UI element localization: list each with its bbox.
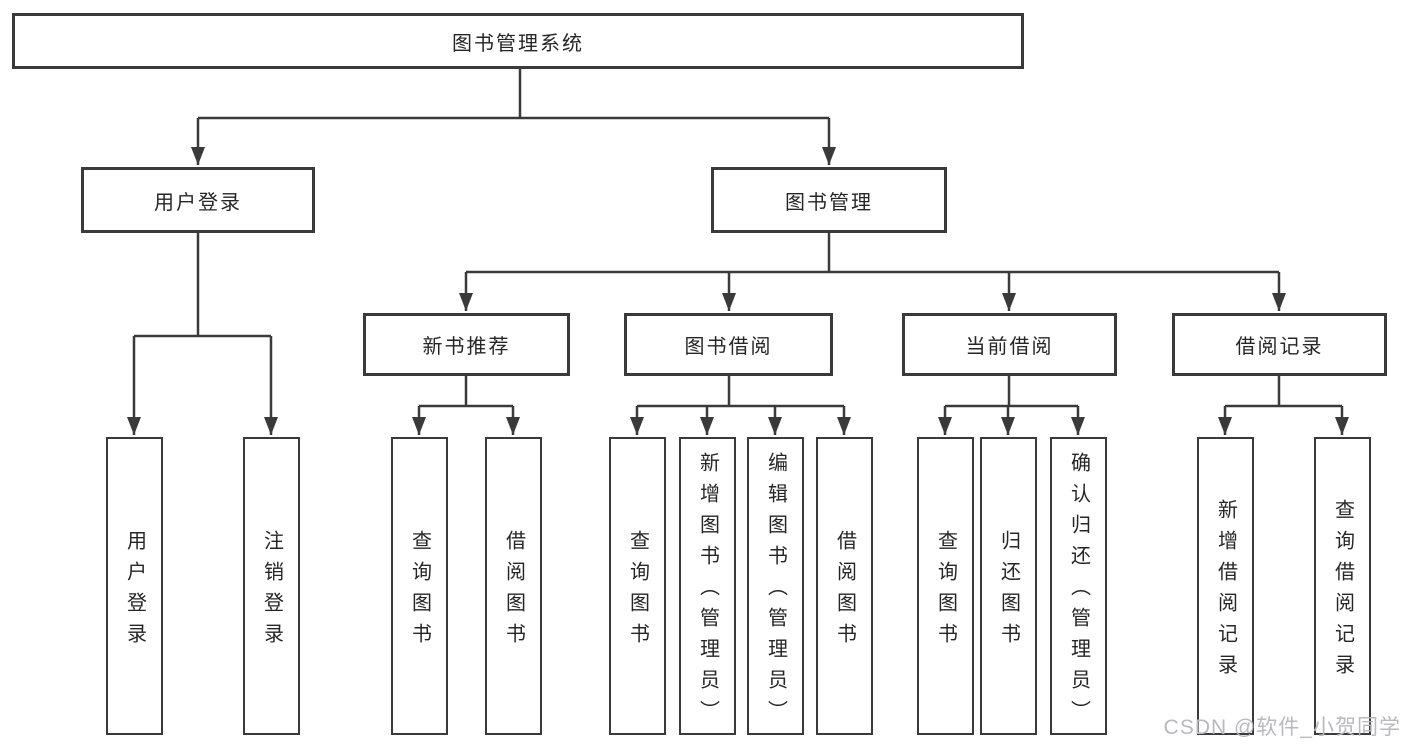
- connector-new-book-recommend-to-leaves: [412, 376, 520, 435]
- leaf-borrow-query-books: 查询图书: [609, 437, 666, 735]
- leaf-borrow-books: 借阅图书: [816, 437, 873, 735]
- leaf-return-book-label: 归还图书: [997, 529, 1020, 654]
- leaf-logout: 注销登录: [243, 437, 300, 735]
- leaf-add-book-admin: 新增图书（管理员）: [679, 437, 736, 735]
- leaf-confirm-return-admin: 确认归还（管理员）: [1050, 437, 1107, 735]
- leaf-recommend-query-books: 查询图书: [391, 437, 448, 735]
- leaf-recommend-query-books-label: 查询图书: [408, 529, 431, 654]
- leaf-borrow-books-label: 借阅图书: [833, 529, 856, 654]
- leaf-recommend-borrow-books: 借阅图书: [485, 437, 542, 735]
- leaf-query-borrow-record: 查询借阅记录: [1314, 437, 1371, 735]
- connector-user-login-to-leaves: [127, 233, 278, 435]
- node-root: 图书管理系统: [12, 13, 1024, 69]
- node-user-login: 用户登录: [81, 167, 315, 233]
- leaf-return-book: 归还图书: [980, 437, 1037, 735]
- leaf-current-query-books-label: 查询图书: [934, 529, 957, 654]
- leaf-query-borrow-record-label: 查询借阅记录: [1331, 498, 1354, 685]
- connector-current-borrow-to-leaves: [938, 376, 1085, 435]
- connector-book-management-to-level3: [459, 233, 1286, 311]
- node-current-borrow: 当前借阅: [902, 313, 1117, 376]
- leaf-add-borrow-record-label: 新增借阅记录: [1214, 498, 1237, 685]
- node-borrow-records: 借阅记录: [1172, 313, 1387, 376]
- leaf-user-login: 用户登录: [106, 437, 163, 735]
- node-book-management: 图书管理: [711, 167, 947, 233]
- connector-borrow-records-to-leaves: [1218, 376, 1349, 435]
- leaf-user-login-label: 用户登录: [123, 529, 146, 654]
- leaf-current-query-books: 查询图书: [917, 437, 974, 735]
- leaf-logout-label: 注销登录: [260, 529, 283, 654]
- watermark: CSDN @软件_小贺同学: [1163, 716, 1401, 739]
- connector-root-to-level2: [191, 68, 836, 165]
- leaf-add-borrow-record: 新增借阅记录: [1197, 437, 1254, 735]
- leaf-recommend-borrow-books-label: 借阅图书: [502, 529, 525, 654]
- leaf-edit-book-admin-label: 编辑图书（管理员）: [764, 452, 787, 731]
- leaf-edit-book-admin: 编辑图书（管理员）: [747, 437, 804, 735]
- node-book-borrow: 图书借阅: [624, 313, 833, 376]
- leaf-confirm-return-admin-label: 确认归还（管理员）: [1067, 452, 1090, 731]
- leaf-add-book-admin-label: 新增图书（管理员）: [696, 452, 719, 731]
- node-new-book-recommend: 新书推荐: [363, 313, 570, 376]
- connector-book-borrow-to-leaves: [630, 376, 851, 435]
- leaf-borrow-query-books-label: 查询图书: [626, 529, 649, 654]
